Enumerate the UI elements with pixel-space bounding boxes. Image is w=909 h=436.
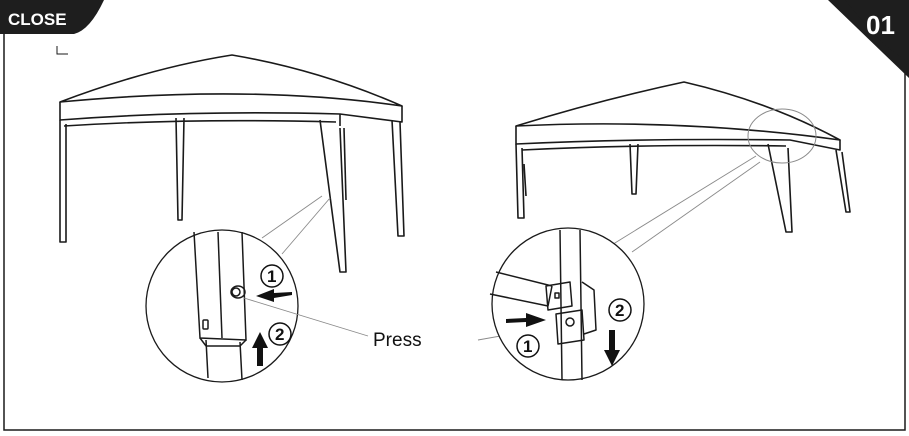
right-leader-line-bottom [631, 161, 761, 253]
right-leg-back-right [835, 149, 851, 213]
left-arrow-press-icon [256, 289, 292, 302]
right-step2-number: 2 [615, 301, 624, 320]
press-line-left [243, 297, 369, 337]
left-pole-slot [202, 319, 209, 330]
left-roof [59, 54, 403, 107]
right-bracket-lower [555, 281, 597, 345]
left-leader-lines [261, 195, 331, 255]
left-leg-front-left [59, 120, 67, 243]
left-step1-number: 1 [267, 267, 276, 286]
right-leg-back-inner [523, 163, 527, 197]
left-inner-pole [199, 337, 247, 381]
left-pole-detail [193, 231, 247, 381]
right-joint-detail [489, 229, 597, 381]
left-step1-marker [260, 264, 284, 288]
right-leader-lines [609, 155, 761, 253]
left-eave [59, 102, 403, 123]
press-label: Press [373, 330, 422, 351]
right-arrow-down-icon [604, 330, 620, 366]
page-frame [3, 8, 906, 431]
right-eave-inner [521, 144, 787, 151]
right-bracket-hole [554, 292, 560, 299]
step-number-tab: 01 [828, 0, 909, 78]
left-leg-front-right [319, 119, 347, 273]
right-gazebo [515, 81, 851, 233]
step-tab-shape-bg [845, 0, 909, 62]
left-step2-number: 2 [275, 325, 284, 344]
corner-mark [56, 46, 68, 55]
left-outer-pole-edge [217, 231, 223, 339]
step-number: 01 [866, 10, 895, 40]
right-step1-marker [516, 334, 540, 358]
left-push-button-inner [231, 287, 241, 297]
right-vertical-pole [559, 229, 583, 381]
close-label: CLOSE [8, 10, 67, 29]
right-highlight-circle [747, 108, 817, 164]
right-roof [515, 81, 841, 141]
right-leg-middle [629, 143, 639, 195]
close-tab-shape [0, 0, 104, 34]
right-detail-callout: 1 2 [489, 227, 645, 381]
right-leg-front-left [515, 143, 525, 219]
left-detail-callout: 1 2 [145, 229, 299, 383]
close-tab: CLOSE [0, 0, 104, 34]
right-bracket-upper [545, 281, 573, 311]
left-leader-line-bottom [281, 197, 331, 255]
left-detail-circle [145, 229, 299, 383]
left-outer-pole [193, 231, 247, 341]
left-arrow-up-icon [252, 332, 268, 366]
left-leader-line-top [261, 195, 323, 239]
left-leg-back-inner [343, 127, 347, 201]
left-leg-middle [175, 117, 185, 221]
left-gazebo [59, 54, 405, 273]
right-leader-line-top [609, 155, 757, 247]
left-step2-marker [268, 322, 292, 346]
right-arrow-press-icon [506, 313, 546, 327]
right-step2-marker [608, 298, 632, 322]
right-push-button [565, 317, 575, 327]
right-leg-front-right [767, 143, 793, 233]
left-eave-inner [63, 114, 341, 127]
left-leg-back-right [391, 119, 405, 237]
right-eave [515, 126, 841, 151]
left-push-button [230, 285, 246, 299]
right-step1-number: 1 [523, 337, 532, 356]
